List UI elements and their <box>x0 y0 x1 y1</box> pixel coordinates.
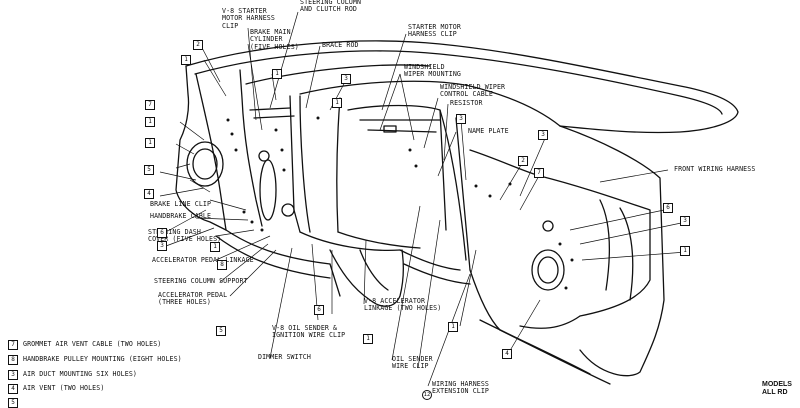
callout-front-wiring: FRONT WIRING HARNESS <box>674 165 756 173</box>
legend-text: AIR VENT (TWO HOLES) <box>23 384 105 392</box>
models-label: MODELS ALL RD <box>762 381 792 397</box>
callout-box: 4 <box>502 349 512 359</box>
legend-text: HANDBRAKE PULLEY MOUNTING (EIGHT HOLES) <box>23 355 182 363</box>
legend-text: AIR DUCT MOUNTING SIX HOLES) <box>23 370 137 378</box>
callout-steering-column: STEERING COLUMN AND CLUTCH ROD <box>300 0 362 14</box>
legend-text: GROMMET AIR VENT CABLE (TWO HOLES) <box>23 340 162 348</box>
legend-number: 8 <box>8 355 18 365</box>
callout-box: 4 <box>144 189 154 199</box>
callout-box: 2 <box>518 156 528 166</box>
legend-number: 7 <box>8 340 18 350</box>
models-value: ALL RD <box>762 389 788 396</box>
callout-box: 6 <box>314 305 324 315</box>
callout-box: 1 <box>448 322 458 332</box>
callout-box: 3 <box>680 216 690 226</box>
callout-box: 3 <box>456 114 466 124</box>
callout-box: 3 <box>157 241 167 251</box>
callout-box: 6 <box>663 203 673 213</box>
callout-box: 7 <box>145 100 155 110</box>
callout-resistor: RESISTOR <box>450 99 483 107</box>
legend-number: 4 <box>8 384 18 394</box>
callout-box: 8 <box>217 260 227 270</box>
models-title: MODELS <box>762 381 792 388</box>
legend-number: 3 <box>8 370 18 380</box>
callout-handbrake-cable: HANDBRAKE CABLE <box>150 212 212 220</box>
callout-brake-master: BRAKE MAIN CYLINDER (FIVE HOLES) <box>250 28 299 51</box>
callout-wiring-ext-number: 12 <box>422 390 432 400</box>
callout-oil-sender: V-8 OIL SENDER & IGNITION WIRE CLIP <box>272 324 346 340</box>
callout-brace-rod: BRACE ROD <box>322 41 359 49</box>
callout-brake-line: BRAKE LINE CLIP <box>150 200 212 208</box>
callout-box: 5 <box>216 326 226 336</box>
callout-box: 7 <box>534 168 544 178</box>
callout-box: 1 <box>145 138 155 148</box>
callout-box: 1 <box>332 98 342 108</box>
callout-box: 3 <box>538 130 548 140</box>
callout-name-plate: NAME PLATE <box>468 127 509 135</box>
callout-starter-harness: V-8 STARTER MOTOR HARNESS CLIP <box>222 7 275 30</box>
callout-dimmer: DIMMER SWITCH <box>258 353 311 361</box>
callout-windshield-wiper: WINDSHIELD WIPER MOUNTING <box>404 63 461 79</box>
callout-box: 1 <box>210 242 220 252</box>
callout-box: 2 <box>193 40 203 50</box>
callout-box: 3 <box>341 74 351 84</box>
callout-wiring-ext: WIRING HARNESS EXTENSION CLIP <box>432 380 489 396</box>
callout-box: 5 <box>144 165 154 175</box>
callout-box: 1 <box>145 117 155 127</box>
callout-column-support: STEERING COLUMN SUPPORT <box>154 277 248 285</box>
callout-box: 1 <box>363 334 373 344</box>
callout-accel-pedal: ACCELERATOR PEDAL (THREE HOLES) <box>158 291 228 307</box>
callout-box: 6 <box>157 228 167 238</box>
callout-starter-clip: STARTER MOTOR HARNESS CLIP <box>408 23 461 39</box>
callout-v8-accel: V-8 ACCELERATOR LINKAGE (TWO HOLES) <box>364 297 442 313</box>
callout-box: 1 <box>680 246 690 256</box>
callout-wiper-cable: WINDSHIELD WIPER CONTROL CABLE <box>440 83 506 99</box>
callout-oil-sender-clip: OIL SENDER WIRE CLIP <box>392 355 433 371</box>
callout-accel-linkage-left: ACCELERATOR PEDAL LINKAGE <box>152 256 254 264</box>
callout-box: 1 <box>181 55 191 65</box>
callout-box: 1 <box>272 69 282 79</box>
